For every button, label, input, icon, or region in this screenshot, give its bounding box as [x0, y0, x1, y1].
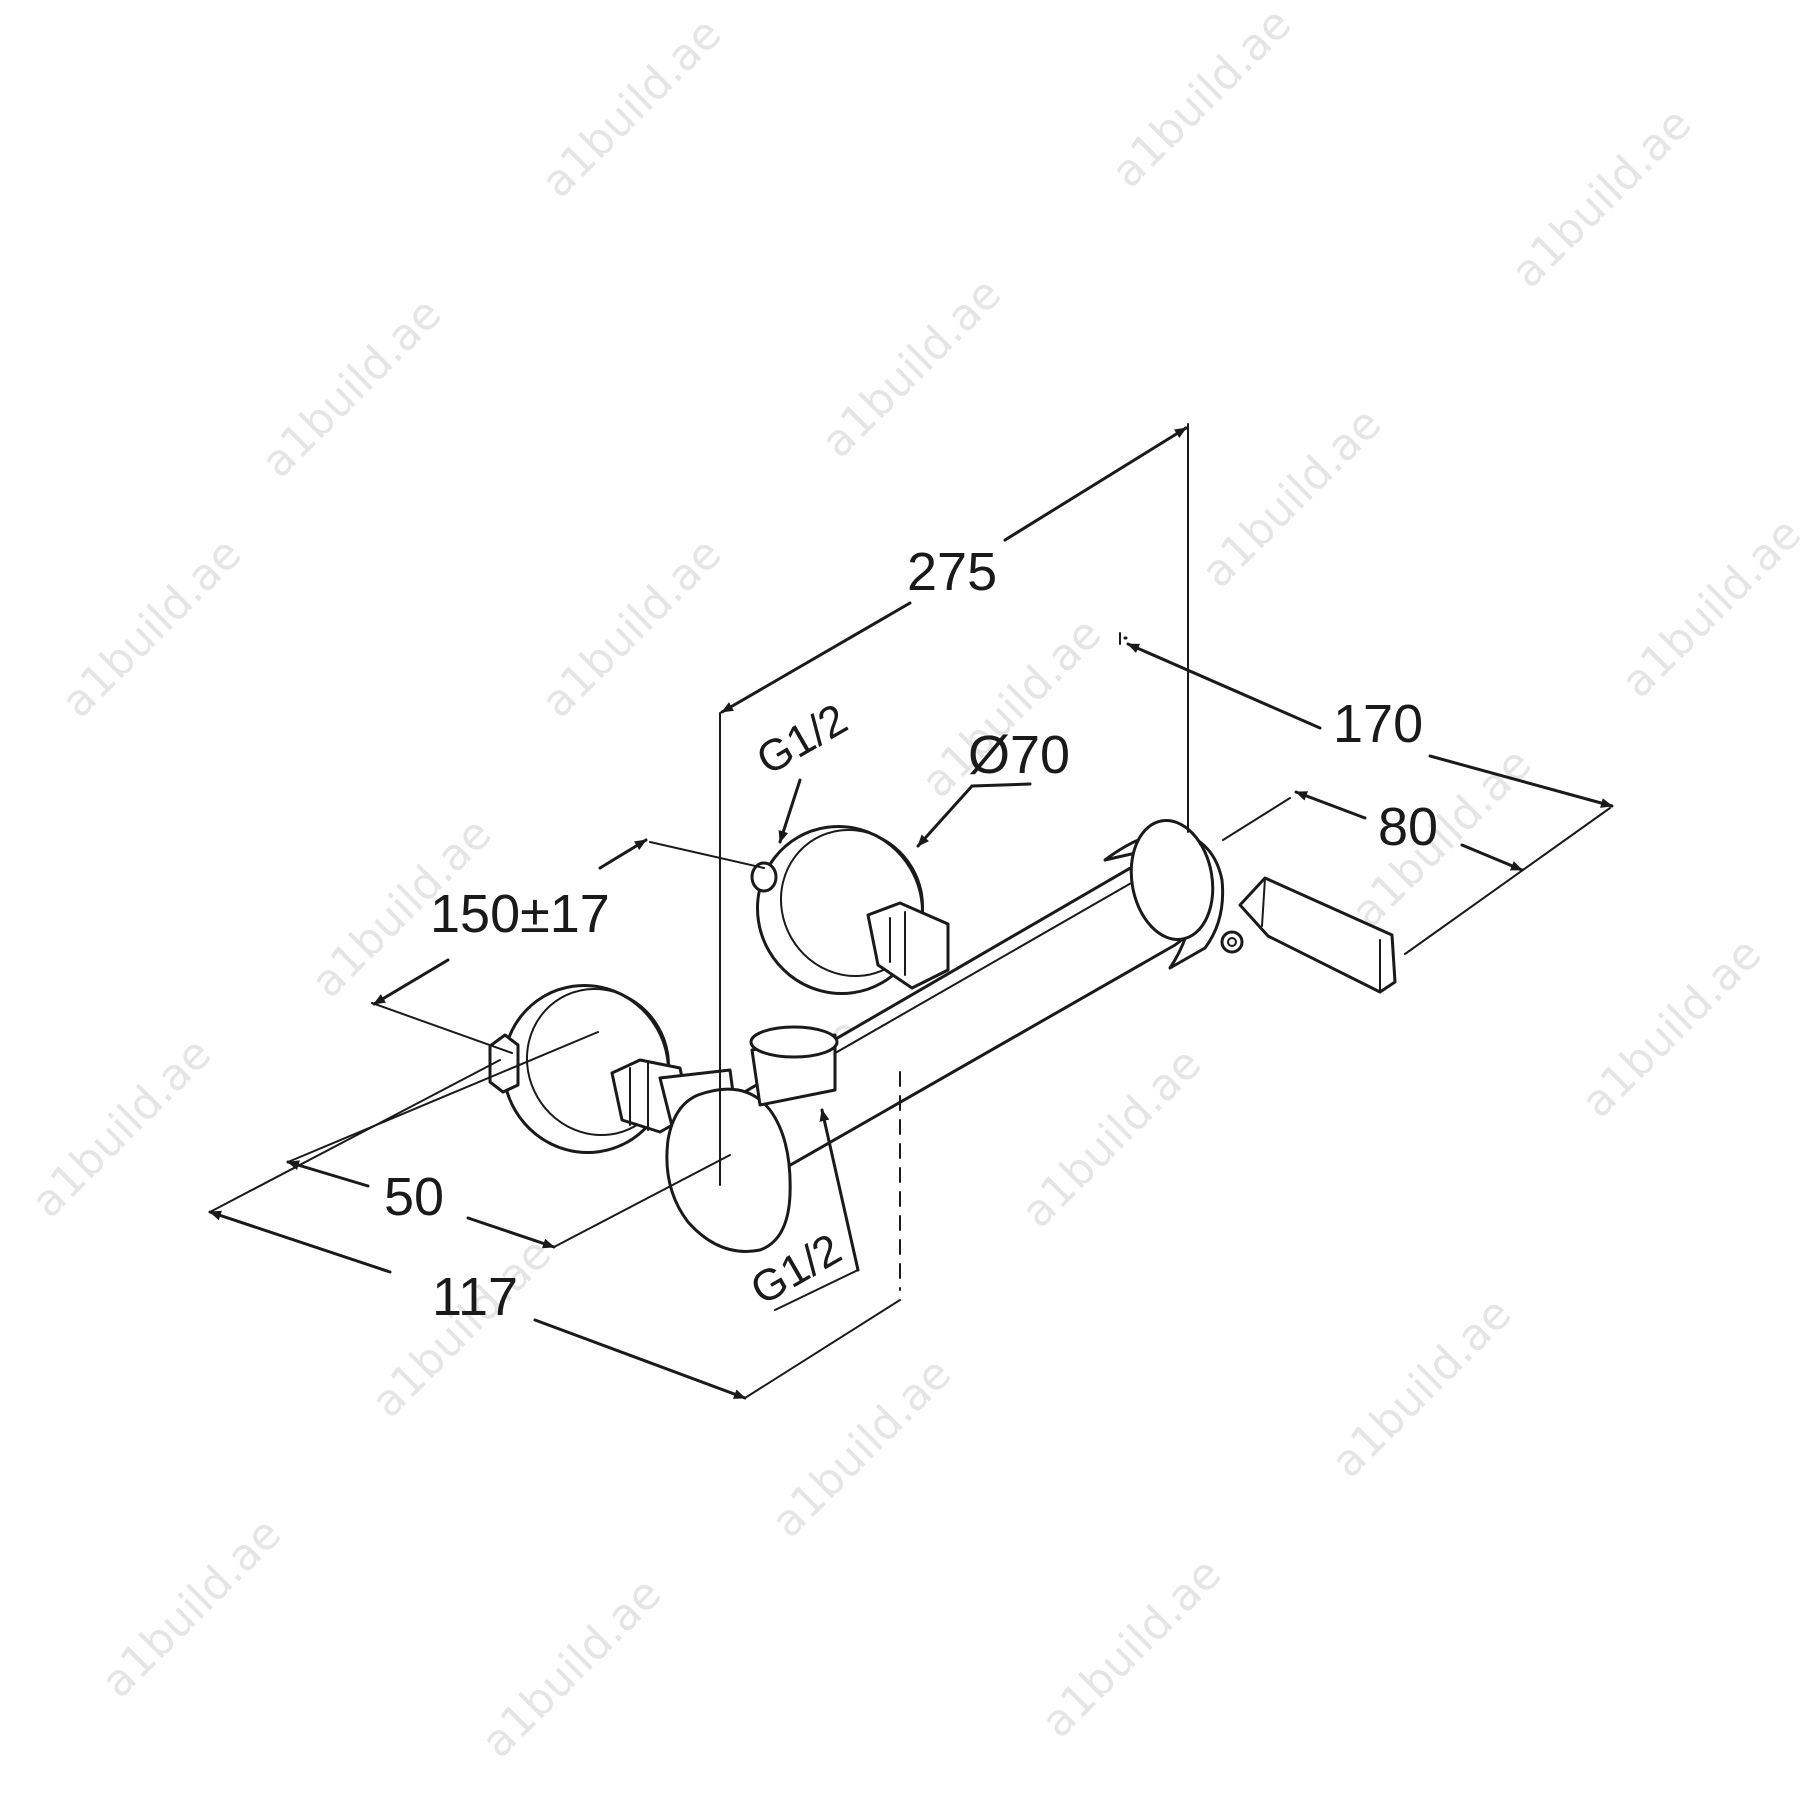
dimension-170: 170: [1333, 694, 1423, 754]
watermark-text: a1build.ae: [1102, 0, 1302, 198]
watermark-text: a1build.ae: [532, 8, 732, 208]
watermark-text: a1build.ae: [52, 528, 252, 728]
dimension-diameter-70: Ø70: [968, 725, 1070, 785]
dimension-lines: [208, 426, 1614, 1400]
thread-label-top: G1/2: [749, 695, 856, 785]
dimension-275: 275: [907, 542, 997, 602]
watermark-text: a1build.ae: [1612, 508, 1800, 708]
watermark-text: a1build.ae: [1572, 928, 1772, 1128]
watermark-text: a1build.ae: [92, 1508, 292, 1708]
watermark-text: a1build.ae: [1342, 738, 1542, 938]
watermark-text: a1build.ae: [1322, 1288, 1522, 1488]
watermark-text: a1build.ae: [252, 288, 452, 488]
dimension-117: 117: [432, 1267, 518, 1327]
watermark-text: a1build.ae: [1032, 1548, 1232, 1748]
dimension-150-17: 150±17: [430, 884, 610, 944]
watermark-text: a1build.ae: [762, 1348, 962, 1548]
watermark-text: a1build.ae: [812, 268, 1012, 468]
watermark-text: a1build.ae: [1012, 1038, 1212, 1238]
watermark-text: a1build.ae: [1502, 98, 1702, 298]
watermark-text: a1build.ae: [532, 528, 732, 728]
mixer-body: [488, 819, 1397, 1253]
extension-lines: [371, 423, 1611, 1291]
watermark-text: a1build.ae: [472, 1568, 672, 1768]
watermark-text: a1build.ae: [362, 1228, 562, 1428]
watermark-text: a1build.ae: [22, 1028, 222, 1228]
dimension-50: 50: [384, 1167, 444, 1227]
dimension-80: 80: [1378, 797, 1438, 857]
watermark-text: a1build.ae: [1192, 398, 1392, 598]
